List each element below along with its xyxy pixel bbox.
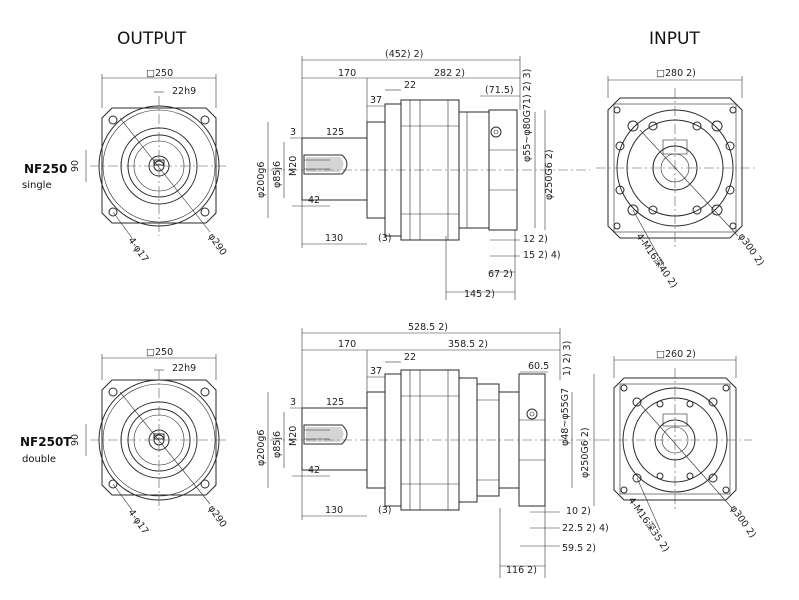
model-name-1: NF250 [24, 162, 67, 176]
output-pcd-dim-2: φ290 [206, 503, 229, 529]
side-d3-2: 3 [290, 397, 296, 408]
side-d116-2: 116 2) [506, 565, 537, 576]
side-shaft-len-1: 170 [338, 68, 356, 79]
side-overall-1: (452) 2) [385, 49, 423, 60]
side-note-2: 1) 2) 3) [562, 341, 573, 376]
side-d42-1: 42 [308, 195, 320, 206]
side-shaft-dia-1: φ200g6 [256, 162, 267, 198]
input-front-view-2: □260 2) 4-M16深35 2) φ300 2) [600, 349, 758, 554]
side-motor-shaft-2: φ48~φ55G7 [560, 388, 571, 446]
side-dia85-1: φ85j6 [272, 161, 283, 188]
output-pcd-dim-1: φ290 [206, 231, 229, 257]
side-d37-2: 37 [370, 366, 382, 377]
side-thread-2: M20 [288, 426, 299, 446]
side-d10-2: 10 2) [566, 506, 591, 517]
side-d22-1: 22 [404, 80, 416, 91]
side-note-1: 1) 2) 3) [522, 69, 533, 104]
side-d130-1: 130 [325, 233, 343, 244]
output-front-view-1: □250 22h9 90 4-φ17 φ290 [70, 68, 229, 265]
side-d42-2: 42 [308, 465, 320, 476]
input-pcd-dim-2: φ300 2) [728, 503, 758, 540]
output-square-dim-1: □250 [146, 68, 173, 79]
side-thread-1: M20 [288, 156, 299, 176]
output-heading: OUTPUT [117, 29, 187, 49]
side-d595-2: 59.5 2) [562, 543, 596, 554]
output-holes-dim-1: 4-φ17 [126, 235, 151, 264]
side-d3-1: 3 [290, 127, 296, 138]
output-square-dim-2: □250 [146, 347, 173, 358]
side-d37-1: 37 [370, 95, 382, 106]
model-variant-1: single [22, 180, 52, 191]
side-pilot-2: φ250G6 2) [580, 427, 591, 478]
side-shaft-len-2: 170 [338, 339, 356, 350]
output-key-dim-2: 22h9 [172, 363, 196, 374]
output-front-view-2: □250 22h9 90 4-φ17 φ290 [70, 347, 229, 537]
side-view-2: 528.5 2) 170 358.5 2) 1) 2) 3) 60.5 22 3… [256, 322, 609, 578]
output-key-dim-1: 22h9 [172, 86, 196, 97]
side-p3-1: (3) [378, 233, 391, 244]
model-name-2: NF250T [20, 435, 72, 449]
side-body-len-2: 358.5 2) [448, 339, 488, 350]
side-body-len-1: 282 2) [434, 68, 465, 79]
side-view-1: (452) 2) 170 282 2) 1) 2) 3) (71.5) 22 3… [256, 49, 590, 300]
side-overall-2: 528.5 2) [408, 322, 448, 333]
side-d67-1: 67 2) [488, 269, 513, 280]
input-square-dim-1: □280 2) [656, 68, 696, 79]
side-d225-2: 22.5 2) 4) [562, 523, 609, 534]
input-heading: INPUT [649, 29, 700, 49]
side-flange-ext-2: 60.5 [528, 361, 549, 372]
output-height-dim-1: 90 [70, 160, 81, 172]
side-d130-2: 130 [325, 505, 343, 516]
side-shaft-dia-2: φ200g6 [256, 430, 267, 466]
side-d15-1: 15 2) 4) [523, 250, 561, 261]
side-pilot-1: φ250G6 2) [544, 149, 555, 200]
input-pcd-dim-1: φ300 2) [736, 231, 766, 268]
side-d125-2: 125 [326, 397, 344, 408]
output-height-dim-2: 90 [70, 434, 81, 446]
side-flange-ext-1: (71.5) [485, 85, 514, 96]
output-holes-dim-2: 4-φ17 [126, 507, 151, 536]
input-holes-dim-1: 4-M16深40 2) [634, 231, 680, 290]
input-front-view-1: □280 2) 4-M16深40 2) φ300 2) [596, 68, 766, 290]
model-variant-2: double [22, 454, 56, 465]
side-d145-1: 145 2) [464, 289, 495, 300]
input-square-dim-2: □260 2) [656, 349, 696, 360]
side-p3-2: (3) [378, 505, 391, 516]
side-dia85-2: φ85j6 [272, 431, 283, 458]
side-d125-1: 125 [326, 127, 344, 138]
side-motor-shaft-1: φ55~φ80G7 [522, 104, 533, 162]
side-d12-1: 12 2) [523, 234, 548, 245]
side-d22-2: 22 [404, 352, 416, 363]
